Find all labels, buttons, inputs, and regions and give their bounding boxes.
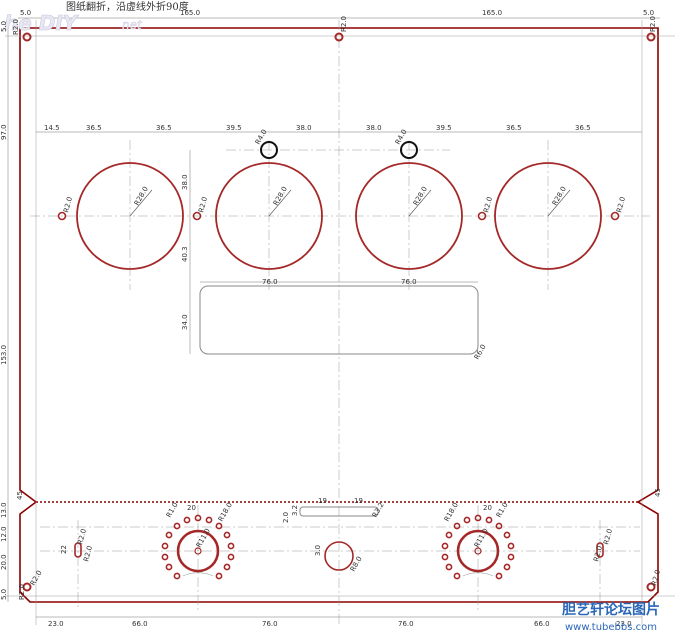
bottom-dimensions: 23.0 66.0 76.0 76.0 66.0 23.0	[48, 620, 632, 628]
svg-text:19: 19	[354, 497, 363, 505]
svg-text:5.0: 5.0	[20, 9, 31, 17]
slot-dimensions: 19 19 2.0 3.2	[282, 497, 363, 523]
svg-text:R28.0: R28.0	[412, 185, 429, 207]
svg-text:R28.0: R28.0	[133, 185, 150, 207]
construction-lines	[5, 20, 675, 625]
svg-text:13.0: 13.0	[0, 502, 8, 518]
fold-note: 图纸翻折，沿虚线外折90度	[66, 0, 189, 13]
svg-text:R1.0: R1.0	[495, 501, 510, 519]
svg-text:23.0: 23.0	[48, 620, 64, 628]
knob-right	[441, 514, 515, 580]
svg-text:20.0: 20.0	[0, 554, 8, 570]
svg-text:97.0: 97.0	[0, 124, 8, 140]
left-dimensions: 5.0 97.0 153.0 45 13.0 12.0 20.0 5.0	[0, 21, 24, 600]
svg-text:5.0: 5.0	[0, 589, 8, 600]
dim-knob-3: 3.0	[314, 545, 322, 556]
svg-text:34.0: 34.0	[181, 314, 189, 330]
svg-text:76.0: 76.0	[262, 620, 278, 628]
svg-text:39.5: 39.5	[436, 124, 452, 132]
side-holes	[57, 211, 620, 221]
svg-text:153.0: 153.0	[0, 345, 8, 365]
rect-width-right: 76.0	[401, 278, 417, 286]
svg-text:3.2: 3.2	[291, 505, 299, 516]
display-window	[199, 285, 479, 355]
svg-text:R2.0: R2.0	[602, 528, 614, 546]
svg-text:R2.0: R2.0	[82, 545, 94, 563]
svg-text:R6.0: R6.0	[473, 343, 488, 361]
meter-holes	[76, 162, 602, 270]
svg-text:R18.0: R18.0	[443, 501, 460, 523]
svg-text:36.5: 36.5	[156, 124, 172, 132]
svg-text:R18.0: R18.0	[217, 501, 234, 523]
r4-holes	[260, 141, 418, 159]
dim-right-45: 45	[654, 488, 662, 497]
svg-text:66.0: 66.0	[132, 620, 148, 628]
svg-text:R2.0: R2.0	[592, 545, 604, 563]
svg-text:36.5: 36.5	[575, 124, 591, 132]
svg-text:R2.0: R2.0	[18, 584, 26, 600]
svg-text:36.5: 36.5	[86, 124, 102, 132]
svg-text:R2.0: R2.0	[649, 16, 657, 32]
svg-text:39.5: 39.5	[226, 124, 242, 132]
site-logo-suffix: net	[122, 18, 143, 32]
svg-text:2.0: 2.0	[282, 512, 290, 523]
svg-text:19: 19	[318, 497, 327, 505]
svg-text:R3.2: R3.2	[371, 501, 386, 519]
top-dimensions: 5.0 165.0 165.0 5.0	[20, 9, 654, 17]
svg-text:5.0: 5.0	[0, 21, 8, 32]
svg-text:R2.0: R2.0	[482, 196, 494, 214]
svg-text:36.5: 36.5	[506, 124, 522, 132]
corner-holes	[22, 32, 656, 592]
svg-text:66.0: 66.0	[534, 620, 550, 628]
svg-text:R2.0: R2.0	[62, 196, 74, 214]
svg-text:R1.0: R1.0	[165, 501, 180, 519]
svg-text:R2.0: R2.0	[29, 569, 44, 587]
site-logo: he DIY	[4, 11, 80, 35]
svg-text:5.0: 5.0	[643, 9, 654, 17]
svg-text:76.0: 76.0	[398, 620, 414, 628]
svg-text:40.3: 40.3	[181, 246, 189, 262]
center-knob-hole	[324, 541, 354, 571]
svg-text:R28.0: R28.0	[551, 185, 568, 207]
svg-text:R28.0: R28.0	[272, 185, 289, 207]
svg-text:38.0: 38.0	[181, 174, 189, 190]
svg-text:12.0: 12.0	[0, 526, 8, 542]
rect-width-left: 76.0	[262, 278, 278, 286]
svg-text:165.0: 165.0	[180, 9, 200, 17]
svg-text:165.0: 165.0	[482, 9, 502, 17]
watermark-url: www.tubebbs.com	[565, 622, 657, 633]
mid-vertical-dimensions: 38.0 40.3 34.0	[181, 174, 189, 330]
svg-text:R2.0: R2.0	[12, 19, 20, 35]
svg-text:R2.0: R2.0	[76, 528, 88, 546]
svg-text:R8.0: R8.0	[349, 555, 364, 573]
watermark-cn: 胆艺轩论坛图片	[562, 601, 660, 618]
radius-labels: R2.0 R2.0 R2.0 R4.0 R4.0 R28.0 R28.0 R28…	[12, 16, 662, 600]
knob-left	[161, 514, 235, 580]
slot-left	[74, 542, 82, 558]
row-dimensions: 14.5 36.5 36.5 39.5 38.0 38.0 39.5 36.5 …	[44, 124, 591, 132]
svg-text:38.0: 38.0	[296, 124, 312, 132]
svg-text:23.0: 23.0	[616, 620, 632, 628]
slot-center	[299, 506, 379, 517]
svg-text:45: 45	[16, 491, 24, 500]
svg-text:R2.0: R2.0	[650, 569, 662, 587]
svg-text:20: 20	[187, 504, 196, 512]
svg-text:R2.0: R2.0	[197, 196, 209, 214]
slot-right	[596, 542, 604, 558]
svg-text:20: 20	[483, 504, 492, 512]
svg-text:38.0: 38.0	[366, 124, 382, 132]
dim-slot-small: 22	[60, 545, 68, 554]
svg-text:14.5: 14.5	[44, 124, 60, 132]
svg-text:R2.0: R2.0	[615, 196, 627, 214]
svg-text:R2.0: R2.0	[340, 16, 348, 32]
